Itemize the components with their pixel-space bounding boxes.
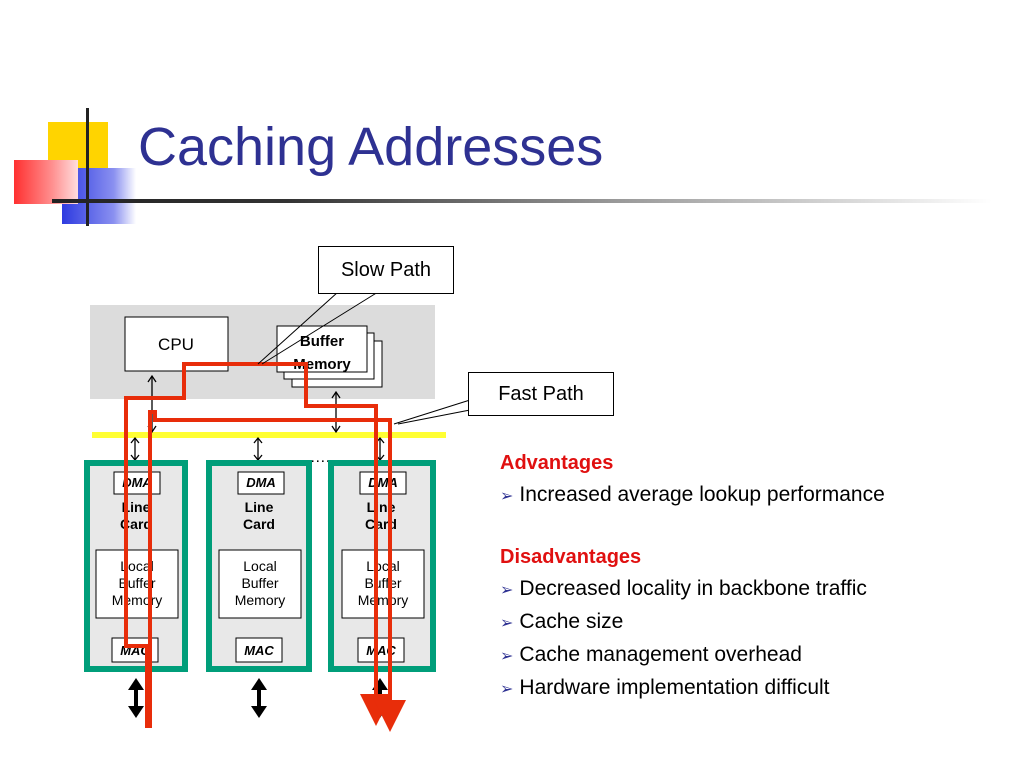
line-card-2-mac: MAC <box>244 643 274 658</box>
line-card-3-buffer-2: Buffer <box>364 575 401 591</box>
cpu-label: CPU <box>158 335 194 354</box>
pros-cons-list: Advantages ➢Increased average lookup per… <box>500 448 1000 705</box>
line-card-2-dma: DMA <box>246 475 276 490</box>
fast-path-line <box>148 410 406 732</box>
line-card-2-label-1: Line <box>245 499 274 515</box>
line-card-1-label-1: Line <box>122 499 151 515</box>
line-card-1-buffer-1: Local <box>120 558 153 574</box>
disadvantage-item-2: ➢Cache size <box>500 610 624 633</box>
line-card-1-dma: DMA <box>122 475 152 490</box>
line-card-3-label-2: Card <box>365 516 397 532</box>
line-card-1: DMA Line Card Local Buffer Memory MAC <box>84 460 188 672</box>
line-card-3: DMA Line Card Local Buffer Memory MAC <box>328 460 436 672</box>
decor-vertical-line <box>86 108 89 226</box>
arrow-bullet-icon: ➢ <box>500 488 514 505</box>
disadvantage-item-4: ➢Hardware implementation difficult <box>500 676 830 699</box>
line-card-2: DMA Line Card Local Buffer Memory MAC <box>206 460 312 672</box>
slow-path-line <box>124 362 392 728</box>
line-card-2-buffer-3: Memory <box>235 592 286 608</box>
disadvantage-item-1: ➢Decreased locality in backbone traffic <box>500 577 867 600</box>
advantages-heading: Advantages <box>500 452 614 474</box>
arrow-bullet-icon: ➢ <box>500 681 514 698</box>
slide-title: Caching Addresses <box>138 117 604 177</box>
slow-path-callout: Slow Path <box>318 246 454 294</box>
bus-ellipsis: …. <box>310 449 330 466</box>
system-bus <box>92 432 446 438</box>
buffer-memory-label-1: Buffer <box>300 333 344 350</box>
line-card-2-label-2: Card <box>243 516 275 532</box>
arrow-bullet-icon: ➢ <box>500 648 514 665</box>
arrow-bullet-icon: ➢ <box>500 582 514 599</box>
disadvantage-item-3: ➢Cache management overhead <box>500 643 802 666</box>
line-card-1-buffer-3: Memory <box>112 592 163 608</box>
line-card-2-buffer-1: Local <box>243 558 276 574</box>
line-card-3-buffer-3: Memory <box>358 592 409 608</box>
callout-pointers <box>257 291 471 425</box>
line-card-3-buffer-1: Local <box>366 558 399 574</box>
title-rule <box>52 199 992 203</box>
line-card-1-label-2: Card <box>120 516 152 532</box>
decor-red-square <box>14 160 78 204</box>
advantage-item-1: ➢Increased average lookup performance <box>500 483 885 506</box>
disadvantages-heading: Disadvantages <box>500 546 642 568</box>
external-link-arrows <box>128 678 388 718</box>
fast-path-callout: Fast Path <box>468 372 614 416</box>
line-card-3-dma: DMA <box>368 475 398 490</box>
line-card-2-buffer-2: Buffer <box>241 575 278 591</box>
arrow-bullet-icon: ➢ <box>500 615 514 632</box>
